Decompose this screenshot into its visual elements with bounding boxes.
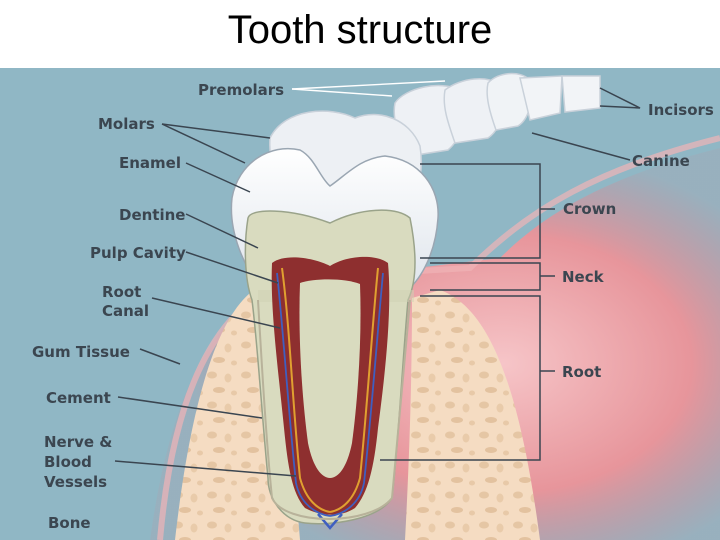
tooth-diagram: Premolars Molars Incisors Enamel Canine … — [0, 68, 720, 540]
label-dentine: Dentine — [119, 206, 185, 224]
label-nerve-line1: Nerve & — [44, 433, 112, 451]
label-nerve-line3: Vessels — [44, 473, 107, 491]
label-nerve-line2: Blood — [44, 453, 92, 471]
label-root-canal-line2: Canal — [102, 302, 149, 320]
label-enamel: Enamel — [119, 154, 181, 172]
label-cement: Cement — [46, 389, 111, 407]
background-incisor-2 — [562, 76, 600, 112]
label-bone: Bone — [48, 514, 91, 532]
label-root: Root — [562, 363, 601, 381]
label-crown: Crown — [563, 200, 616, 218]
label-molars: Molars — [98, 115, 155, 133]
label-pulp-cavity: Pulp Cavity — [90, 244, 186, 262]
label-canine: Canine — [632, 152, 690, 170]
label-incisors: Incisors — [648, 101, 714, 119]
label-premolars: Premolars — [198, 81, 284, 99]
label-root-canal-line1: Root — [102, 283, 141, 301]
label-gum-tissue: Gum Tissue — [32, 343, 130, 361]
label-neck: Neck — [562, 268, 605, 286]
slide-title: Tooth structure — [0, 8, 720, 53]
title-bar: Tooth structure — [0, 0, 720, 68]
